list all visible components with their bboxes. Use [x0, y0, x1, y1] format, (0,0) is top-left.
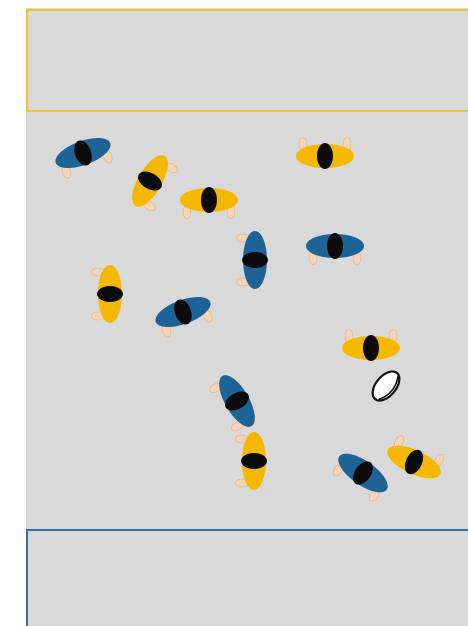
player-head — [317, 143, 333, 169]
player-head — [241, 453, 267, 469]
player-head — [201, 187, 217, 213]
player-head — [242, 252, 268, 268]
player-head — [327, 233, 343, 259]
player-head — [363, 335, 379, 361]
player-head — [97, 286, 123, 302]
